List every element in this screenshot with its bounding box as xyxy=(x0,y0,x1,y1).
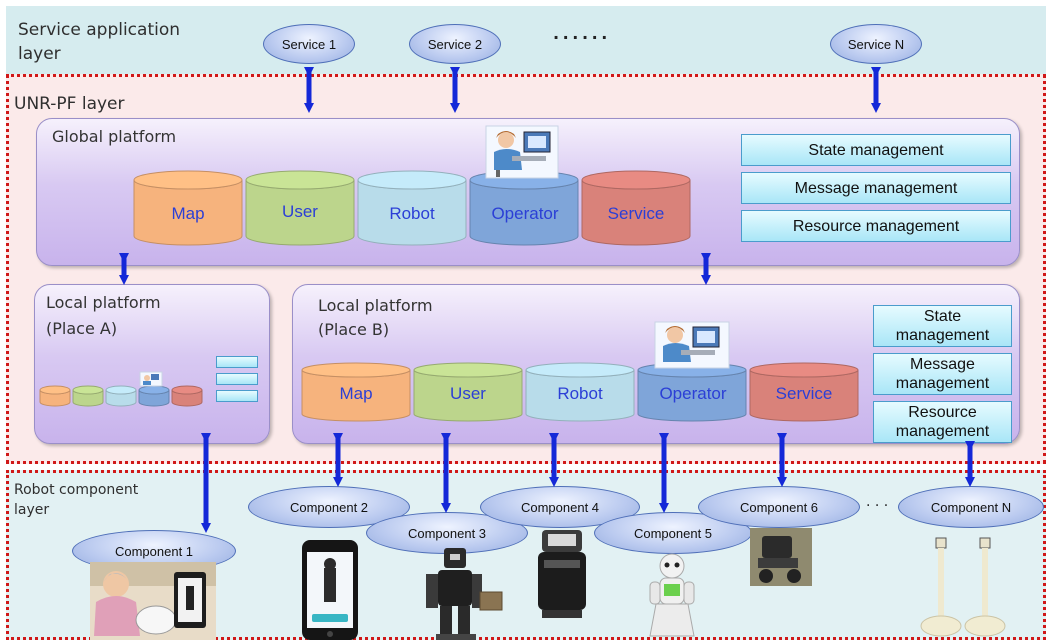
service-layer-label: Service application layer xyxy=(18,20,181,64)
local-a-mini-management-3 xyxy=(216,390,258,402)
component-6-node: Component 6 xyxy=(698,486,860,528)
local-b-message-management: Message management xyxy=(873,353,1012,395)
service-1-node: Service 1 xyxy=(263,24,355,64)
smartphone-picture xyxy=(302,540,358,640)
local-a-cylinder-user xyxy=(72,385,104,407)
component-n-node: Component N xyxy=(898,486,1044,528)
global-message-management: Message management xyxy=(741,172,1011,204)
local-b-db-label-operator: Operator xyxy=(659,384,727,403)
unr-pf-layer-label: UNR-PF layer xyxy=(14,94,125,114)
local-b-db-label-robot: Robot xyxy=(557,384,603,403)
global-db-label-operator: Operator xyxy=(491,204,559,223)
robot-layer-label: Robot component layer xyxy=(14,482,139,518)
local-b-state-management: State management xyxy=(873,305,1012,347)
local-a-cylinder-map xyxy=(39,385,71,407)
global-db-label-user: User xyxy=(282,202,318,221)
local-a-mini-management-1 xyxy=(216,356,258,368)
local-b-resource-management: Resource management xyxy=(873,401,1012,443)
wheelchair-picture xyxy=(750,528,812,586)
services-ellipsis: · · · · · · xyxy=(553,28,607,47)
global-db-label-robot: Robot xyxy=(389,204,435,223)
local-platform-a-title: Local platform (Place A) xyxy=(46,293,161,338)
local-b-cylinder-service xyxy=(749,362,859,422)
global-cylinder-robot xyxy=(357,170,467,246)
local-b-db-label-user: User xyxy=(450,384,486,403)
operator-picture-local-a xyxy=(139,371,163,387)
local-a-mini-management-2 xyxy=(216,373,258,385)
local-platform-b-title: Local platform (Place B) xyxy=(318,296,433,339)
local-b-cylinder-user xyxy=(413,362,523,422)
local-b-db-label-map: Map xyxy=(339,384,373,403)
stand-devices-picture xyxy=(920,537,1006,637)
service-2-node: Service 2 xyxy=(409,24,501,64)
global-state-management: State management xyxy=(741,134,1011,166)
local-a-databases xyxy=(39,385,203,407)
humanoid-robot-picture xyxy=(426,548,503,640)
global-db-label-service: Service xyxy=(607,204,665,223)
local-a-cylinder-robot xyxy=(105,385,137,407)
pepper-robot-picture xyxy=(649,553,695,637)
components-ellipsis: · · · xyxy=(866,498,889,514)
global-cylinder-user xyxy=(245,170,355,246)
local-a-cylinder-operator xyxy=(138,385,170,407)
global-databases xyxy=(133,170,691,246)
global-cylinder-operator xyxy=(469,170,579,246)
local-b-cylinder-robot xyxy=(525,362,635,422)
service-robot-picture xyxy=(538,530,586,618)
local-b-cylinder-map xyxy=(301,362,411,422)
global-db-label-map: Map xyxy=(171,204,205,223)
local-b-db-label-service: Service xyxy=(775,384,833,403)
operator-picture-local-b xyxy=(654,321,730,369)
global-cylinder-service xyxy=(581,170,691,246)
elderly-user-picture xyxy=(90,562,216,640)
connection-arrows xyxy=(119,67,975,533)
global-platform-title: Global platform xyxy=(52,127,177,146)
component-3-node: Component 3 xyxy=(366,512,528,554)
service-n-node: Service N xyxy=(830,24,922,64)
local-a-cylinder-service xyxy=(171,385,203,407)
operator-picture-global xyxy=(485,125,559,179)
global-cylinder-map xyxy=(133,170,243,246)
global-resource-management: Resource management xyxy=(741,210,1011,242)
